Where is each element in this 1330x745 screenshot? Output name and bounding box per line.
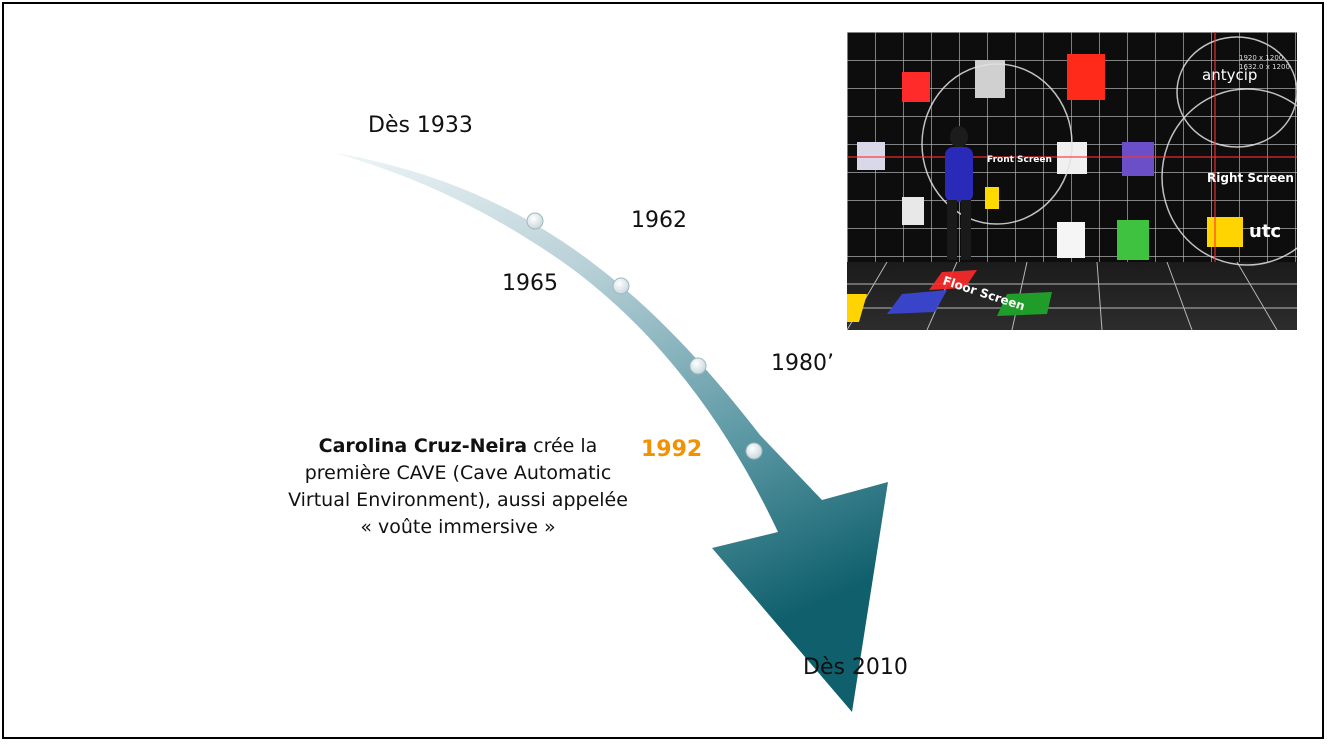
description-line1: crée la <box>527 435 598 457</box>
timeline-dot <box>689 357 707 375</box>
timeline-end-label: Dès 2010 <box>803 655 908 680</box>
resolution-line: 1632.0 x 1200 <box>1239 63 1290 71</box>
timeline-year-1962: 1962 <box>631 208 687 233</box>
cave-photo: Front Screen Right Screen Floor Screen a… <box>847 32 1297 330</box>
utc-logo-text: utc <box>1249 221 1281 242</box>
description-rest: première CAVE (Cave Automatic Virtual En… <box>288 462 628 538</box>
person-silhouette <box>945 126 973 260</box>
timeline-dot <box>612 277 630 295</box>
timeline-dot <box>745 442 763 460</box>
cave-photo-graphic: Front Screen Right Screen Floor Screen a… <box>847 32 1297 330</box>
cave-description: Carolina Cruz-Neira crée la première CAV… <box>288 433 628 541</box>
resolution-line: 1920 x 1200 <box>1239 54 1283 62</box>
timeline-arrow-body <box>335 153 888 712</box>
brand-logo-text: antycip <box>1202 66 1257 84</box>
person-name: Carolina Cruz-Neira <box>318 435 528 457</box>
timeline-year-1980: 1980’ <box>771 351 834 376</box>
right-screen-label: Right Screen <box>1207 171 1294 185</box>
timeline-year-1992: 1992 <box>641 437 703 462</box>
timeline-dot <box>526 212 544 230</box>
timeline-start-label: Dès 1933 <box>368 113 473 138</box>
front-screen-label: Front Screen <box>987 155 1052 165</box>
timeline-year-1965: 1965 <box>502 271 558 296</box>
